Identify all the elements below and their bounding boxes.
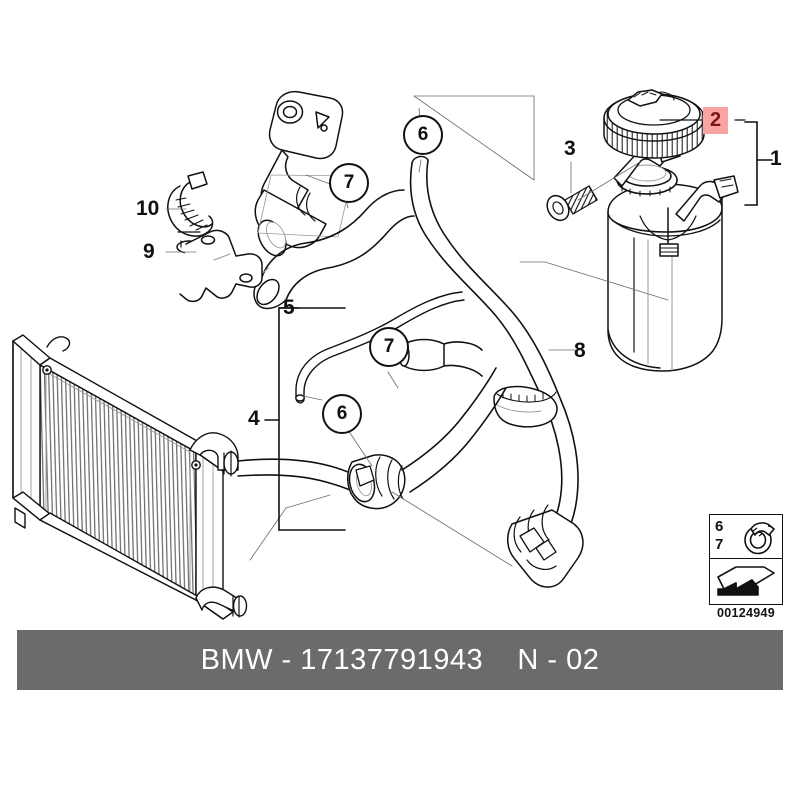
callout-5: 5 — [283, 296, 295, 319]
legend-number-6: 6 — [715, 518, 724, 535]
leader-lines — [165, 95, 669, 567]
upper-radiator-hose-part — [253, 189, 415, 310]
lower-radiator-hose-part — [237, 338, 507, 510]
callout-8: 8 — [574, 339, 586, 362]
callout-3: 3 — [564, 137, 576, 160]
legend-clamp-numbers: 6 7 — [715, 518, 723, 554]
quick-connect-fitting-lower — [507, 504, 584, 588]
hose-collar-upper — [493, 385, 558, 428]
callout-2-highlighted: 2 — [703, 107, 729, 134]
legend-number-7: 7 — [715, 536, 724, 553]
radiator-part — [12, 334, 248, 620]
legend-arrow-row — [710, 559, 782, 604]
callout-10: 10 — [136, 197, 160, 220]
legend-box: 6 7 — [709, 514, 783, 605]
tank-mounting-arm-right — [675, 175, 739, 222]
circled-callout-6-top: 6 — [403, 115, 443, 155]
holder-bracket-part — [179, 229, 263, 303]
callout-1: 1 — [770, 147, 782, 170]
fillister-head-screw-part — [546, 185, 598, 222]
callout-brackets — [264, 119, 773, 531]
drawing-id-text: 00124949 — [716, 606, 775, 620]
callout-4: 4 — [248, 407, 260, 430]
circled-callout-7-middle: 7 — [369, 327, 409, 367]
water-hose-part — [409, 155, 584, 588]
footer-bar: BMW - 17137791943 N - 02 — [17, 630, 783, 690]
footer-part-text: BMW - 17137791943 N - 02 — [200, 643, 600, 676]
circled-callout-6-middle: 6 — [322, 394, 362, 434]
legend-clamp-row: 6 7 — [710, 515, 782, 559]
direction-arrow-icon — [714, 563, 778, 604]
hose-clamp-icon — [738, 517, 780, 562]
expansion-tank-cap-part — [603, 89, 705, 159]
tank-level-sensor — [639, 207, 697, 257]
hose-connector-middle — [347, 454, 406, 510]
callout-9: 9 — [143, 240, 155, 263]
thermostat-housing-part — [254, 90, 344, 257]
expansion-tank-part — [607, 139, 739, 372]
circled-callout-7-top: 7 — [329, 163, 369, 203]
